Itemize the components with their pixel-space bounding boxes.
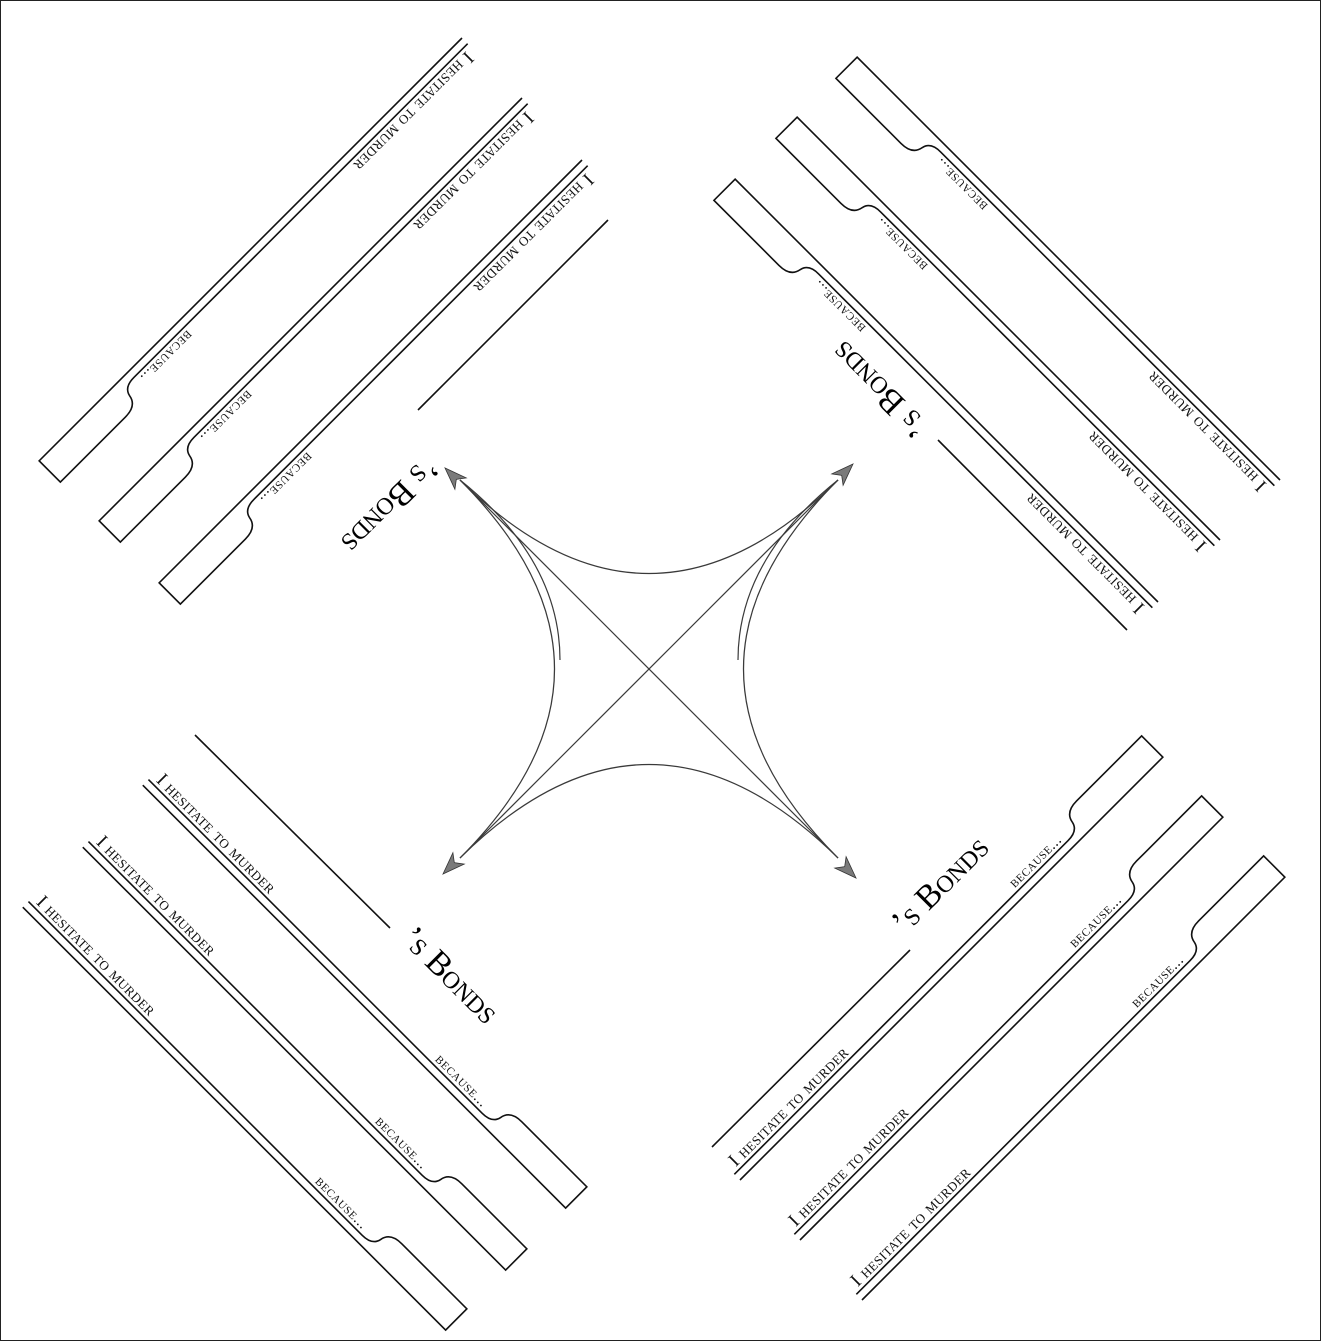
- arrowhead-icon: [830, 463, 854, 487]
- bonds-title: ’s Bonds: [394, 919, 506, 1031]
- slot-because-label: because...: [932, 155, 991, 214]
- slot-prefix-label: I hesitate to murder: [846, 1162, 975, 1291]
- slot-underline: [987, 443, 999, 454]
- bonds-title: ’s Bonds: [824, 334, 936, 446]
- name-line: [194, 734, 391, 929]
- slot-because-label: because...: [197, 387, 256, 446]
- bond-slot[interactable]: I hesitate to murder because...: [82, 826, 528, 1272]
- title-top-right: ’s Bonds: [824, 334, 936, 446]
- slot-outline: [733, 734, 1164, 1181]
- slot-outline: [774, 116, 1221, 547]
- slot-underline: [242, 995, 253, 1006]
- slot-underline: [363, 257, 374, 269]
- slot-because-label: because...: [137, 327, 196, 386]
- four-point-star-arrows-icon: [459, 479, 839, 859]
- arrowhead-icon: [442, 851, 466, 875]
- slot-underline: [302, 933, 313, 944]
- slot-outline: [22, 900, 468, 1332]
- slot-prefix-label: I hesitate to murder: [409, 107, 538, 236]
- slot-outline: [834, 56, 1281, 487]
- slot-prefix-label: I hesitate to murder: [784, 1102, 913, 1231]
- slot-because-label: because...: [432, 1052, 491, 1111]
- slot-prefix-label: I hesitate to murder: [152, 770, 281, 899]
- slot-prefix-label: I hesitate to murder: [724, 1042, 853, 1171]
- name-line: [937, 439, 1128, 631]
- slot-prefix-label: I hesitate to murder: [469, 169, 598, 298]
- slot-prefix-label: I hesitate to murder: [349, 47, 478, 176]
- arrowheads: [442, 463, 857, 879]
- bonds-title: ’s Bonds: [334, 449, 446, 561]
- slot-prefix-label: I hesitate to murder: [32, 892, 161, 1021]
- slot-outline: [158, 159, 589, 606]
- bond-slot[interactable]: I hesitate to murder because...: [142, 764, 588, 1210]
- slot-because-label: because...: [872, 215, 931, 274]
- arrowhead-icon: [833, 855, 857, 879]
- slot-underline: [303, 197, 314, 209]
- slot-outline: [142, 778, 588, 1210]
- slot-because-label: because...: [1128, 952, 1187, 1011]
- slot-because-label: because...: [312, 1174, 371, 1233]
- slot-underline: [1109, 321, 1121, 332]
- slot-prefix-label: I hesitate to murder: [1142, 367, 1271, 496]
- arrowhead-icon: [444, 467, 468, 491]
- slot-because-label: because...: [372, 1114, 431, 1173]
- slot-outline: [98, 97, 529, 544]
- bond-slot[interactable]: I hesitate to murder because...: [712, 178, 1159, 623]
- slot-outline: [712, 178, 1159, 609]
- slot-underline: [182, 1055, 193, 1066]
- slot-outline: [82, 840, 528, 1272]
- slot-underline: [1049, 381, 1061, 392]
- slot-because-label: because...: [257, 449, 316, 508]
- slot-outline: [855, 854, 1286, 1301]
- title-bottom-left: ’s Bonds: [394, 919, 506, 1031]
- bond-slot[interactable]: I hesitate to murder because...: [38, 37, 483, 484]
- bond-slot[interactable]: I hesitate to murder because...: [98, 97, 543, 544]
- slot-underline: [948, 1069, 959, 1081]
- slot-because-label: because...: [1066, 892, 1125, 951]
- name-line: [417, 219, 609, 411]
- slot-outline: [793, 794, 1224, 1241]
- bond-slot[interactable]: I hesitate to murder because...: [719, 734, 1164, 1181]
- slot-because-label: because...: [810, 277, 869, 336]
- slot-underline: [1010, 1129, 1021, 1141]
- bonds-title: ’s Bonds: [884, 829, 996, 941]
- slot-prefix-label: I hesitate to murder: [92, 832, 221, 961]
- slot-underline: [888, 1009, 899, 1021]
- slot-because-label: because...: [1006, 832, 1065, 891]
- name-line: [711, 949, 911, 1148]
- title-top-left: ’s Bonds: [334, 449, 446, 561]
- bond-slot[interactable]: I hesitate to murder because...: [22, 886, 468, 1332]
- slot-prefix-label: I hesitate to murder: [1082, 427, 1211, 556]
- bond-slot[interactable]: I hesitate to murder because...: [774, 116, 1221, 561]
- title-bottom-right: ’s Bonds: [884, 829, 996, 941]
- slot-prefix-label: I hesitate to murder: [1020, 489, 1149, 618]
- slot-underline: [423, 319, 434, 331]
- slot-outline: [38, 37, 469, 484]
